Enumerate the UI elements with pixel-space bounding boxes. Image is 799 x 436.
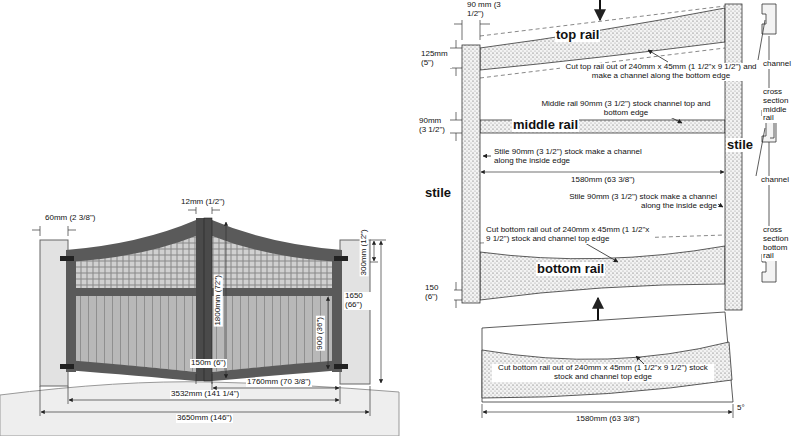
dimension-label: 60mm (2 3/8")	[44, 214, 96, 223]
dimension-label: 1650 (66")	[344, 292, 374, 310]
drawing-path	[482, 312, 733, 402]
drawing-rect	[334, 256, 348, 261]
drawing-rect	[462, 45, 480, 303]
drawing-path	[41, 412, 369, 413]
dimension-label: 900 (36")	[316, 316, 325, 351]
drawing-path	[597, 298, 599, 320]
part-name: top rail	[555, 28, 600, 42]
note-text: Middle rail 90mm (3 1/2") stock channel …	[535, 100, 717, 118]
drawing-rect	[332, 252, 342, 372]
note-text: Stile 90mm (3 1/2") stock make a channel…	[566, 193, 718, 211]
drawing-path	[66, 220, 196, 262]
drawing-path	[480, 246, 725, 300]
dimension-label: cross section bottom rail	[762, 226, 796, 261]
dimension-label: 5°	[736, 404, 746, 413]
drawing-path	[483, 156, 491, 157]
drawing-path	[213, 388, 339, 389]
drawing-rect	[196, 218, 204, 381]
drawing-rect	[66, 252, 76, 372]
drawing-path	[188, 206, 220, 214]
drawing-path	[481, 172, 724, 173]
gate-elevation	[0, 206, 399, 436]
drawing-path	[762, 4, 776, 34]
drawing-g	[483, 50, 723, 366]
part-name: stile	[726, 138, 754, 152]
drawing-rect	[60, 364, 74, 369]
drawing-path	[0, 382, 399, 436]
drawing-path	[450, 112, 462, 141]
drawing-path	[482, 342, 732, 398]
dimension-label: 1760mm (70 3/8")	[246, 378, 312, 387]
part-name: middle rail	[512, 118, 579, 132]
dimension-label: 1800mm (72")	[214, 274, 223, 326]
dimension-label: 1580mm (63 3/8")	[575, 415, 641, 424]
dimension-label: 90mm (3 1/2")	[418, 117, 450, 135]
drawing-rect	[60, 256, 74, 261]
drawing-path	[196, 374, 212, 384]
dimension-label: 3650mm (146")	[176, 414, 233, 423]
drawing-path	[480, 8, 725, 70]
dimension-label: 90 mm (3 1/2")	[466, 1, 502, 19]
dimension-label: 12mm (1/2")	[180, 198, 226, 207]
part-name: stile	[424, 186, 452, 200]
drawing-path	[599, 0, 601, 20]
gate-frame-detail	[450, 0, 776, 418]
dimension-label: 150 (6")	[424, 284, 454, 302]
part-name: bottom rail	[536, 262, 605, 276]
drawing-g	[32, 206, 386, 416]
note-text: Cut top rail out of 240mm x 45mm (1 1/2"…	[560, 63, 762, 81]
dimension-label: channel	[760, 176, 790, 185]
drawing-path	[212, 220, 342, 262]
drawing-path	[585, 243, 618, 262]
drawing-path	[483, 412, 732, 413]
note-text: Stile 90mm (3 1/2") stock make a channel…	[493, 148, 655, 166]
drawing-rect	[66, 288, 196, 296]
drawing-path	[40, 382, 370, 416]
dimension-label: 300mm (12")	[360, 228, 369, 276]
drawing-rect	[334, 364, 348, 369]
dimension-label: channel	[762, 60, 792, 69]
drawing-path	[648, 50, 668, 62]
dimension-label: 125mm (5")	[420, 50, 452, 68]
drawing-path	[374, 241, 375, 261]
drawing-rect	[212, 288, 342, 296]
drawing-g	[480, 6, 725, 286]
dimension-label: 150m (6")	[190, 359, 227, 368]
dimension-label: 1580mm (63 3/8")	[570, 176, 636, 185]
drawing-path	[381, 241, 382, 383]
drawing-path	[328, 297, 329, 369]
dimension-label: 3532mm (141 1/4")	[170, 390, 240, 399]
drawing-path	[212, 296, 332, 372]
drawing-path	[66, 360, 196, 381]
drawing-path	[76, 296, 196, 372]
drawing-path	[454, 20, 490, 40]
dimension-label: cross section middle rail	[762, 88, 796, 123]
note-text: Cut bottom rail out of 240mm x 45mm (1 1…	[492, 364, 714, 382]
drawing-rect	[204, 218, 212, 381]
note-text: Cut bottom rail out of 240mm x 45mm (1 1…	[485, 226, 655, 244]
drawing-path	[226, 222, 227, 378]
drawing-path	[32, 226, 76, 236]
drawing-rect	[725, 4, 742, 310]
drawing-path	[69, 400, 339, 401]
drawing-path	[370, 240, 386, 262]
